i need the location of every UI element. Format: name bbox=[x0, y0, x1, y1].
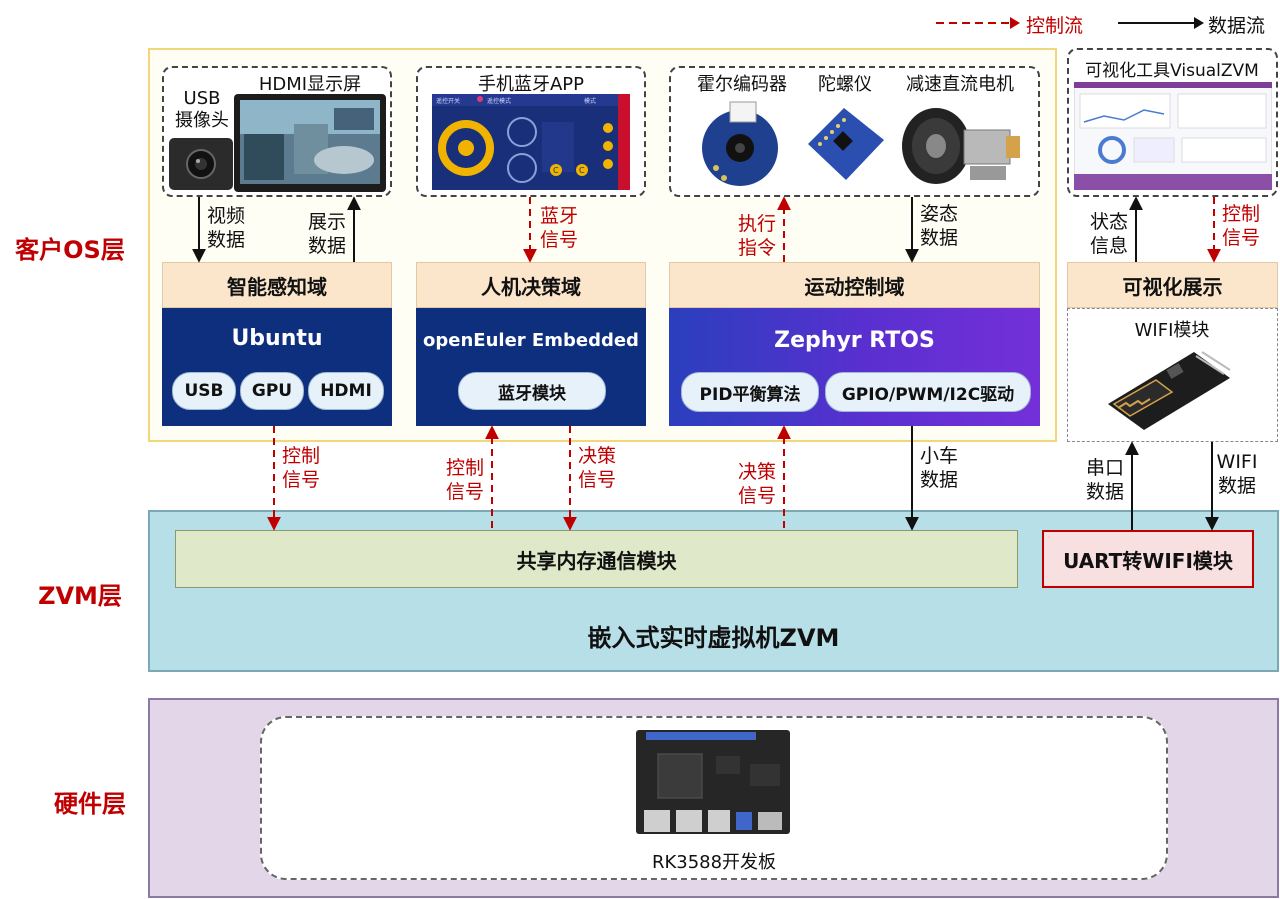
label-video-data: 视频 数据 bbox=[206, 205, 245, 251]
pill-gpio-driver: GPIO/PWM/I2C驱动 bbox=[825, 372, 1031, 412]
rk3588-board-image bbox=[636, 730, 790, 834]
dc-motor-image bbox=[902, 108, 1020, 184]
phone-app-caption: 手机蓝牙APP bbox=[477, 74, 585, 95]
label-exec-command: 执行 指令 bbox=[737, 213, 776, 259]
label-status-info: 状态 信息 bbox=[1089, 211, 1128, 257]
hall-encoder-caption: 霍尔编码器 bbox=[697, 74, 787, 95]
hdmi-screen-caption: HDMI显示屏 bbox=[258, 74, 362, 95]
label-decision-signal-1: 决策 信号 bbox=[577, 445, 616, 491]
gyroscope-image bbox=[808, 108, 884, 180]
dc-motor-caption: 减速直流电机 bbox=[906, 74, 1014, 95]
shared-memory-module: 共享内存通信模块 bbox=[175, 530, 1018, 588]
pill-hdmi: HDMI bbox=[308, 372, 384, 410]
legend-data-label: 数据流 bbox=[1208, 15, 1266, 37]
pill-usb: USB bbox=[172, 372, 236, 410]
wifi-module-caption: WIFI模块 bbox=[1134, 320, 1210, 341]
label-control-signal-vis: 控制 信号 bbox=[1221, 203, 1260, 249]
legend-control-label: 控制流 bbox=[1026, 15, 1084, 37]
zvm-title: 嵌入式实时虚拟机ZVM bbox=[587, 624, 840, 652]
app-tab-remote-mode: 遥控模式 bbox=[487, 97, 511, 105]
layer-label-zvm: ZVM层 bbox=[38, 582, 122, 610]
label-control-signal-1: 控制 信号 bbox=[281, 445, 320, 491]
ubuntu-title: Ubuntu bbox=[231, 326, 323, 351]
label-wifi-data: WIFI 数据 bbox=[1216, 451, 1258, 497]
pill-pid-algorithm: PID平衡算法 bbox=[681, 372, 819, 412]
app-tab-mode: 模式 bbox=[584, 97, 596, 105]
pill-bluetooth-module: 蓝牙模块 bbox=[458, 372, 606, 410]
wifi-module-image bbox=[1108, 351, 1231, 430]
uart-wifi-module: UART转WIFI模块 bbox=[1042, 530, 1254, 588]
rk3588-caption: RK3588开发板 bbox=[651, 852, 777, 873]
usb-camera-caption: USB 摄像头 bbox=[175, 88, 229, 131]
label-car-data: 小车 数据 bbox=[919, 445, 958, 491]
visual-tool-caption: 可视化工具VisualZVM bbox=[1085, 61, 1259, 81]
hdmi-screen-image bbox=[234, 94, 386, 192]
label-control-signal-2: 控制 信号 bbox=[445, 457, 484, 503]
label-bluetooth-signal: 蓝牙 信号 bbox=[539, 205, 578, 251]
label-serial-data: 串口 数据 bbox=[1085, 457, 1124, 503]
layer-label-client-os: 客户OS层 bbox=[15, 236, 125, 264]
app-c-button-1: C bbox=[553, 166, 559, 175]
legend-data-arrow bbox=[1118, 17, 1204, 29]
label-display-data: 展示 数据 bbox=[307, 211, 346, 257]
zephyr-box: Zephyr RTOS PID平衡算法 GPIO/PWM/I2C驱动 bbox=[669, 308, 1040, 426]
app-tab-remote-switch: 遥控开关 bbox=[436, 97, 460, 105]
gyroscope-caption: 陀螺仪 bbox=[818, 74, 872, 95]
app-c-button-2: C bbox=[579, 166, 585, 175]
openeuler-box: openEuler Embedded 蓝牙模块 bbox=[416, 308, 646, 426]
layer-label-hardware: 硬件层 bbox=[54, 790, 126, 818]
usb-camera-image bbox=[169, 138, 233, 190]
ubuntu-box: Ubuntu USB GPU HDMI bbox=[162, 308, 392, 426]
visual-domain-header: 可视化展示 bbox=[1067, 262, 1278, 308]
decision-domain-header: 人机决策域 bbox=[416, 262, 646, 308]
hall-encoder-image bbox=[702, 101, 778, 186]
pill-gpu: GPU bbox=[240, 372, 304, 410]
openeuler-title: openEuler Embedded bbox=[423, 330, 639, 351]
visual-zvm-image bbox=[1074, 82, 1272, 190]
label-attitude-data: 姿态 数据 bbox=[919, 203, 958, 249]
label-decision-signal-2: 决策 信号 bbox=[737, 461, 776, 507]
motion-domain-header: 运动控制域 bbox=[669, 262, 1040, 308]
zephyr-title: Zephyr RTOS bbox=[774, 328, 935, 353]
perception-domain-header: 智能感知域 bbox=[162, 262, 392, 308]
legend: 控制流 数据流 bbox=[930, 10, 1280, 37]
phone-app-image: 遥控开关 遥控模式 模式 C C bbox=[432, 94, 630, 190]
legend-control-arrow bbox=[936, 17, 1020, 29]
